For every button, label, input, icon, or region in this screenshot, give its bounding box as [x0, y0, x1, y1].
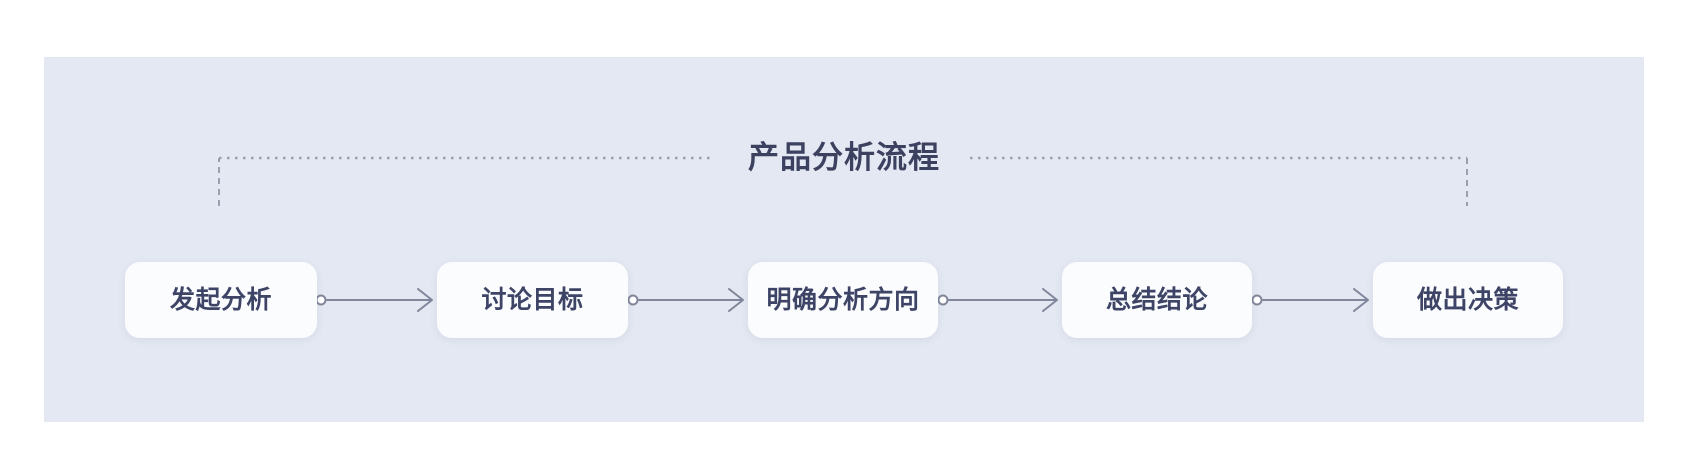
flow-node-start-analysis: 发起分析	[125, 262, 317, 338]
flow-node-label: 做出决策	[1416, 285, 1519, 314]
connector-start-dot-icon	[627, 294, 639, 306]
connector-3	[937, 288, 1058, 312]
connector-start-dot-icon	[937, 294, 949, 306]
connector-start-dot-icon	[315, 294, 327, 306]
arrowhead-icon	[1353, 288, 1369, 312]
flow-node-label: 讨论目标	[481, 285, 584, 314]
flow-panel: 产品分析流程	[44, 57, 1644, 422]
flow-node-label: 总结结论	[1105, 285, 1208, 314]
connector-start-dot-icon	[1251, 294, 1263, 306]
flow-connectors	[315, 288, 1369, 312]
flow-node-make-decision: 做出决策	[1373, 262, 1563, 338]
flow-node-summarize-conclusions: 总结结论	[1062, 262, 1252, 338]
arrowhead-icon	[417, 288, 433, 312]
flow-node-label: 明确分析方向	[766, 285, 920, 314]
flow-node-label: 发起分析	[169, 285, 272, 314]
flow-node-discuss-goals: 讨论目标	[437, 262, 628, 338]
diagram-title: 产品分析流程	[748, 140, 940, 175]
arrowhead-icon	[1042, 288, 1058, 312]
connector-2	[627, 288, 744, 312]
connector-1	[315, 288, 433, 312]
arrowhead-icon	[728, 288, 744, 312]
flow-node-clarify-direction: 明确分析方向	[748, 262, 938, 338]
title-bracket-dotted-line	[218, 156, 1468, 206]
connector-4	[1251, 288, 1369, 312]
